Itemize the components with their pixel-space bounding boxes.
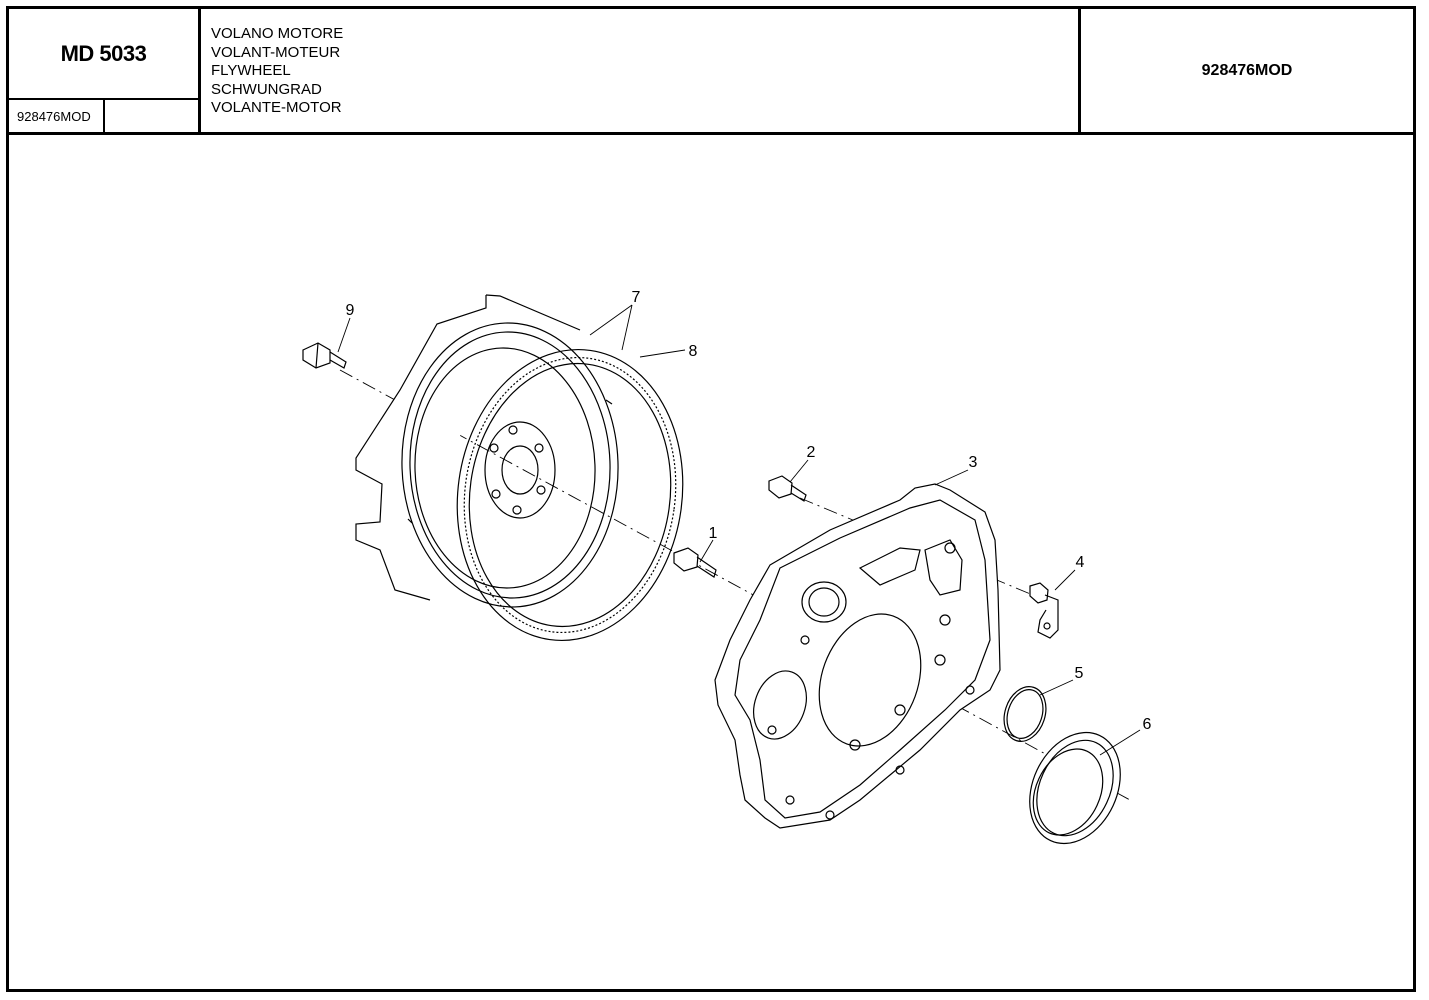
callout-5: 5: [1075, 665, 1084, 682]
o-ring-part-5: [1003, 686, 1047, 742]
title-english: FLYWHEEL: [211, 62, 291, 80]
flywheel-part-7: [355, 294, 619, 608]
callout-4: 4: [1076, 554, 1085, 571]
callout-9: 9: [346, 302, 355, 319]
callout-6: 6: [1143, 716, 1152, 733]
title-french: VOLANT-MOTEUR: [211, 43, 341, 61]
bolt-part-2: [768, 475, 807, 502]
title-german: SCHWUNGRAD: [211, 80, 322, 98]
callout-7: 7: [632, 289, 641, 306]
callout-1: 1: [709, 525, 718, 542]
model-code: MD 5033: [9, 9, 201, 100]
blank-cell: [105, 100, 201, 132]
bolt-part-9: [302, 342, 347, 369]
reference-code: 928476MOD: [9, 100, 105, 132]
housing-plate-part-3: [714, 483, 1001, 829]
callout-2: 2: [807, 444, 816, 461]
bolt-part-1: [673, 547, 717, 578]
title-block: MD 5033 928476MOD VOLANO MOTORE VOLANT-M…: [9, 9, 1413, 135]
title-translations: VOLANO MOTORE VOLANT-MOTEUR FLYWHEEL SCH…: [201, 9, 1081, 132]
callout-8: 8: [689, 343, 698, 360]
ring-gear-part-8: [456, 348, 684, 642]
leader-lines: [337, 304, 1141, 756]
page-frame: MD 5033 928476MOD VOLANO MOTORE VOLANT-M…: [6, 6, 1416, 992]
title-spanish: VOLANTE-MOTOR: [211, 99, 342, 117]
seal-part-6: [1029, 731, 1121, 845]
callout-3: 3: [969, 454, 978, 471]
sensor-part-4: [1029, 582, 1059, 639]
drawing-code: 928476MOD: [1201, 61, 1293, 79]
title-italian: VOLANO MOTORE: [211, 25, 344, 42]
